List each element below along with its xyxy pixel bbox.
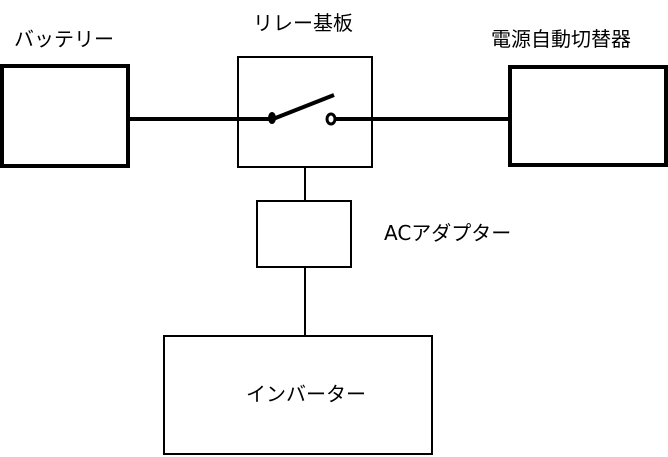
inverter-box [163, 335, 433, 455]
battery-box [0, 64, 130, 168]
relay-board-label: リレー基板 [253, 11, 353, 35]
auto-switcher-box [508, 65, 668, 167]
ac-adapter-box [256, 200, 352, 268]
auto-switcher-label: 電源自動切替器 [491, 27, 631, 51]
switch-lever [272, 93, 335, 121]
battery-label: バッテリー [14, 27, 114, 51]
relay-board-box [237, 56, 373, 168]
inverter-label: インバーター [246, 382, 366, 406]
ac-adapter-label: ACアダプター [384, 221, 511, 245]
switch-open-contact [325, 112, 337, 126]
switch-pivot-contact [268, 112, 276, 124]
